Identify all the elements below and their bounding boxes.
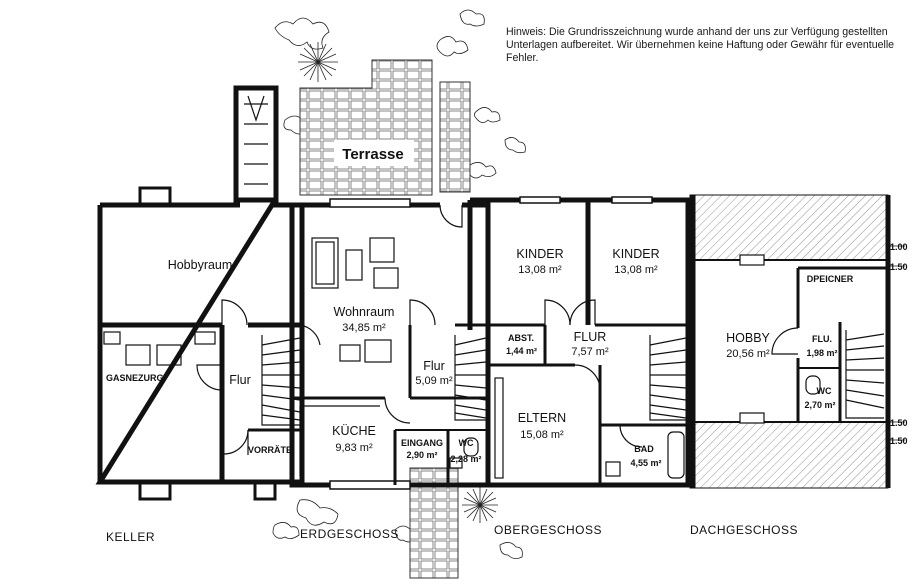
closet-area: 1,44 m² xyxy=(506,346,537,356)
kitchen-area: 9,83 m² xyxy=(335,442,373,454)
living-room-label: Wohnraum xyxy=(334,305,395,319)
parents-room-area: 15,08 m² xyxy=(520,429,564,441)
wc-ground-label: WC xyxy=(459,438,474,448)
terrace-label: Terrasse xyxy=(342,146,403,163)
basement-hall-label: Flur xyxy=(229,373,251,387)
wc-attic-area: 2,70 m² xyxy=(804,400,835,410)
attic-plan xyxy=(689,194,905,489)
basement-plan xyxy=(95,85,305,501)
height-mark-2: 1.50 xyxy=(890,262,908,272)
child-room-1-area: 13,08 m² xyxy=(518,264,562,276)
shrub-icon xyxy=(462,487,498,523)
attic-hall-area: 1,98 m² xyxy=(806,348,837,358)
height-mark-1: 1.00 xyxy=(890,242,908,252)
ground-hall-label: Flur xyxy=(423,359,445,373)
gas-room-label: GASNEZURG xyxy=(106,373,164,383)
storage-label: VORRÄTE xyxy=(248,445,292,455)
height-mark-3: 1.50 xyxy=(890,418,908,428)
entrance-label: EINGANG xyxy=(401,438,443,448)
entrance-area: 2,90 m² xyxy=(406,450,437,460)
bath-area: 4,55 m² xyxy=(630,458,661,468)
ground-floor-label: ERDGESCHOSS xyxy=(300,527,399,541)
height-mark-4: 1.50 xyxy=(890,436,908,446)
ground-hall-area: 5,09 m² xyxy=(415,375,453,387)
terrace-steps xyxy=(439,81,471,193)
terrace-label-bg xyxy=(334,140,414,166)
attic-hall-label: FLU. xyxy=(812,334,832,344)
wc-ground-area: 2,28 m² xyxy=(450,454,481,464)
child-room-2-area: 13,08 m² xyxy=(614,264,658,276)
kitchen-label: KÜCHE xyxy=(332,424,376,438)
bath-label: BAD xyxy=(634,444,654,454)
upper-floor-plan xyxy=(467,196,691,488)
terrace-paving xyxy=(299,59,433,196)
upper-hall-area: 7,57 m² xyxy=(571,346,609,358)
hobby-attic-area: 20,56 m² xyxy=(726,348,770,360)
child-room-1-label: KINDER xyxy=(516,247,563,261)
storage-attic-label: DPEICNER xyxy=(807,274,854,284)
disclaimer-note: Hinweis: Die Grundrisszeichnung wurde an… xyxy=(506,26,895,64)
upper-hall-label: FLUR xyxy=(574,330,607,344)
hobbyraum-label: Hobbyraum xyxy=(168,258,233,272)
living-room-area: 34,85 m² xyxy=(342,322,386,334)
wc-attic-label: WC xyxy=(817,386,832,396)
parents-room-label: ELTERN xyxy=(518,411,566,425)
closet-label: ABST. xyxy=(508,333,534,343)
plant-icons xyxy=(272,9,526,559)
attic-floor-label: DACHGESCHOSS xyxy=(690,523,798,537)
hobby-attic-label: HOBBY xyxy=(726,331,770,345)
upper-floor-label: OBERGESCHOSS xyxy=(494,523,602,537)
shrub-icon xyxy=(298,42,338,82)
basement-floor-label: KELLER xyxy=(106,530,155,544)
child-room-2-label: KINDER xyxy=(612,247,659,261)
